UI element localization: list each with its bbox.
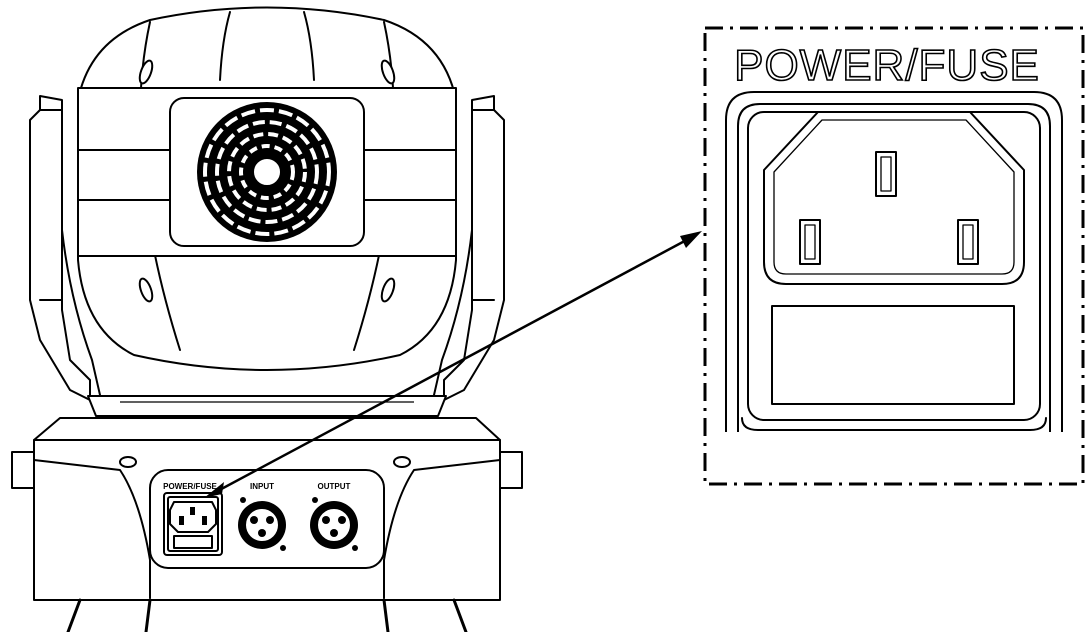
fan-grill xyxy=(197,102,337,242)
yoke xyxy=(29,95,505,417)
callout-dashed-border xyxy=(703,26,1085,486)
xlr-output: OUTPUT xyxy=(310,482,358,551)
panel-input-label: INPUT xyxy=(250,482,274,491)
connector-panel: POWER/FUSE INPUT xyxy=(149,469,385,569)
arrowhead-start xyxy=(204,482,224,498)
callout-title: POWER/FUSE xyxy=(734,41,1040,90)
power-fuse-callout: POWER/FUSE xyxy=(703,26,1085,486)
moving-head-fixture: POWER/FUSE INPUT xyxy=(11,6,523,634)
panel-output-label: OUTPUT xyxy=(318,482,351,491)
callout-arrow xyxy=(204,231,702,498)
xlr-input: INPUT xyxy=(238,482,286,551)
earth-pin xyxy=(875,151,897,197)
neutral-pin xyxy=(957,219,979,265)
live-pin xyxy=(799,219,821,265)
arrowhead-end xyxy=(680,231,702,248)
fuse-drawer xyxy=(771,305,1015,405)
small-power-inlet: POWER/FUSE xyxy=(163,482,223,556)
panel-power-label: POWER/FUSE xyxy=(163,482,217,491)
power-inlet xyxy=(725,91,1063,432)
fan-band xyxy=(77,87,457,257)
